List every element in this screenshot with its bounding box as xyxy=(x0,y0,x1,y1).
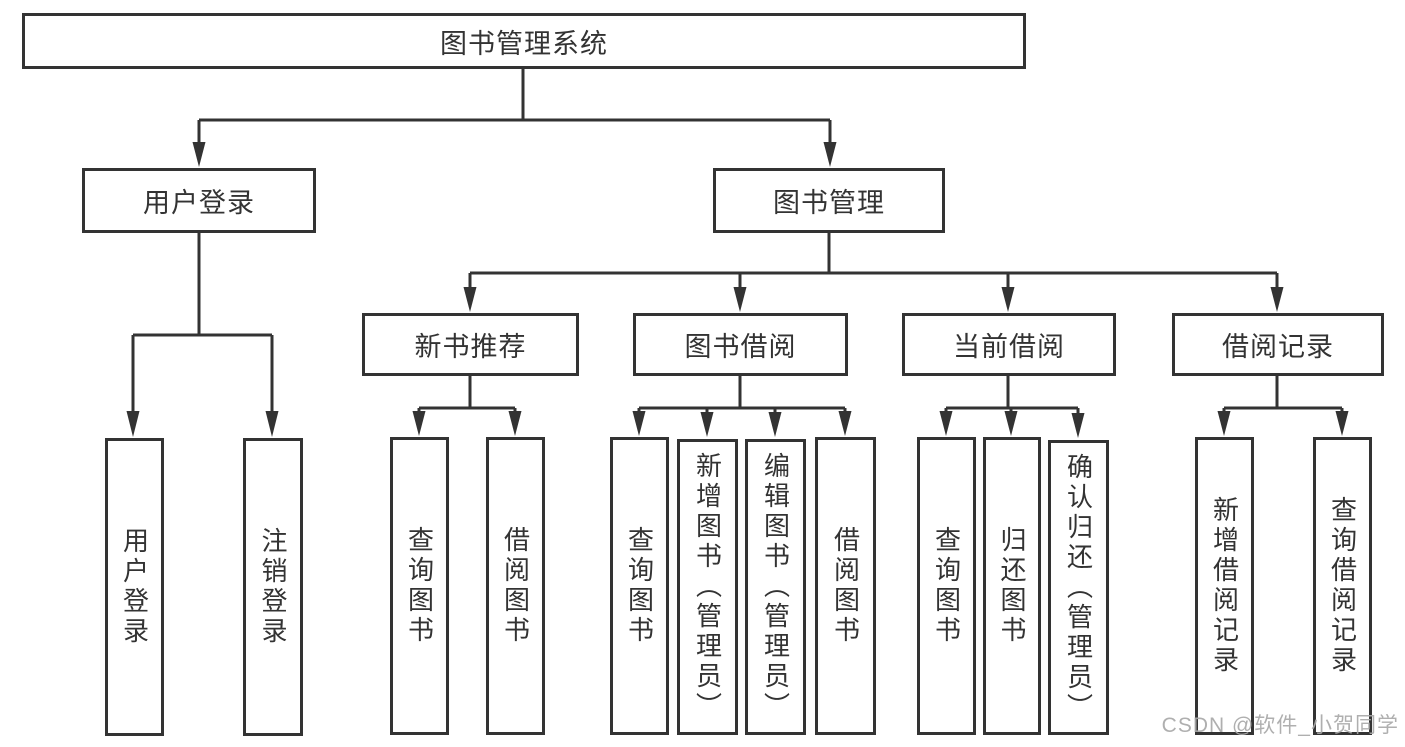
node-root-library-system: 图书管理系统 xyxy=(22,13,1026,69)
node-leaf-user-login: 用户登录 xyxy=(105,438,164,736)
node-leaf-edit-book-admin: 编辑图书（管理员） xyxy=(745,439,806,735)
leaf-label: 查询图书 xyxy=(404,526,435,646)
leaf-label: 确认归还（管理员） xyxy=(1063,452,1094,723)
node-leaf-confirm-return-admin: 确认归还（管理员） xyxy=(1048,440,1109,735)
node-borrow-record: 借阅记录 xyxy=(1172,313,1384,376)
node-user-login: 用户登录 xyxy=(82,168,316,233)
node-leaf-borrow-book-1: 借阅图书 xyxy=(486,437,545,735)
node-leaf-query-borrow-record: 查询借阅记录 xyxy=(1313,437,1372,735)
leaf-label: 新增借阅记录 xyxy=(1209,496,1240,676)
node-leaf-return-book: 归还图书 xyxy=(983,437,1041,735)
arrowheads xyxy=(126,142,1349,438)
node-book-borrow: 图书借阅 xyxy=(633,313,848,376)
leaf-label: 归还图书 xyxy=(997,526,1027,646)
connector-bookmgmt-to-level3 xyxy=(468,233,1279,290)
node-leaf-borrow-book-2: 借阅图书 xyxy=(815,437,876,735)
node-leaf-query-book-3: 查询图书 xyxy=(917,437,976,735)
node-book-management: 图书管理 xyxy=(713,168,945,233)
leaf-label: 借阅图书 xyxy=(830,526,861,646)
node-leaf-add-book-admin: 新增图书（管理员） xyxy=(677,439,738,735)
node-leaf-query-book-1: 查询图书 xyxy=(390,437,449,735)
connector-newbook-to-leaves xyxy=(417,375,517,414)
node-leaf-query-book-2: 查询图书 xyxy=(610,437,669,735)
node-new-book-recommend: 新书推荐 xyxy=(362,313,579,376)
node-leaf-add-borrow-record: 新增借阅记录 xyxy=(1195,437,1254,735)
node-leaf-logout: 注销登录 xyxy=(243,438,303,736)
leaf-label: 借阅图书 xyxy=(500,526,531,646)
leaf-label: 编辑图书（管理员） xyxy=(760,452,791,722)
leaf-label: 新增图书（管理员） xyxy=(692,452,723,722)
leaf-label: 用户登录 xyxy=(119,527,150,647)
leaf-label: 查询借阅记录 xyxy=(1327,496,1358,676)
connector-borrowrecord-to-leaves xyxy=(1222,375,1344,414)
connector-root-to-level2 xyxy=(197,68,832,146)
leaf-label: 查询图书 xyxy=(624,526,655,646)
leaf-label: 注销登录 xyxy=(258,527,288,647)
connector-currentborrow-to-leaves xyxy=(944,375,1080,414)
connector-userlogin-to-leaves xyxy=(131,233,274,414)
node-current-borrow: 当前借阅 xyxy=(902,313,1116,376)
connector-bookborrow-to-leaves xyxy=(637,375,847,414)
leaf-label: 查询图书 xyxy=(931,526,962,646)
